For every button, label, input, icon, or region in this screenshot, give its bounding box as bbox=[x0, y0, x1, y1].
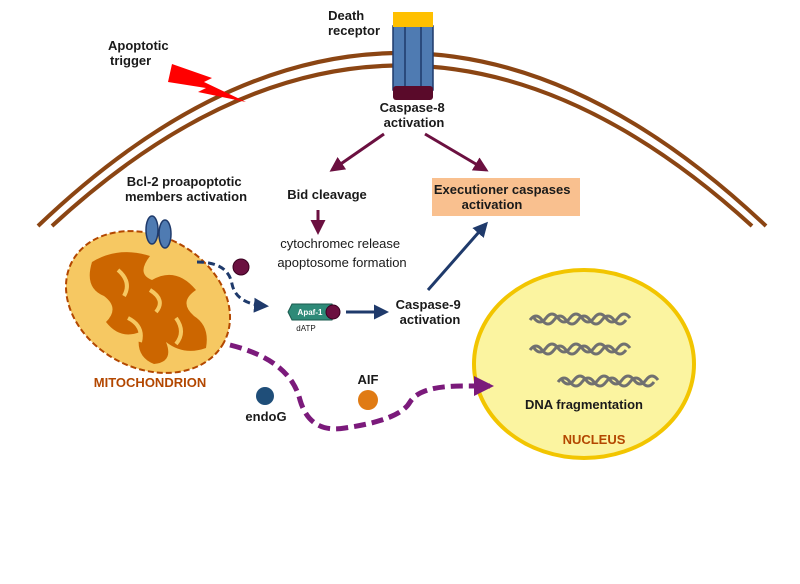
apoptotic-trigger-label: Apoptotic trigger bbox=[108, 38, 172, 68]
executioner-box bbox=[432, 178, 580, 216]
apaf1-label: Apaf-1 bbox=[298, 308, 323, 317]
arrow-caspase8-to-executioner bbox=[424, 132, 489, 172]
nucleus-label: NUCLEUS bbox=[563, 432, 626, 447]
mitochondrion-icon bbox=[64, 230, 232, 374]
endog-dot bbox=[256, 387, 274, 405]
death-receptor-icon bbox=[392, 12, 434, 100]
arrow-mito-to-nucleus bbox=[229, 342, 494, 432]
dna-strand-icon bbox=[528, 312, 660, 388]
cytochrome-c-dot bbox=[232, 258, 250, 276]
arrow-caspase9-to-executioner bbox=[426, 221, 488, 291]
arrow-mito-to-apaf bbox=[196, 260, 269, 313]
nucleus-icon bbox=[472, 268, 696, 460]
aif-dot bbox=[358, 390, 378, 410]
dna-fragmentation-label: DNA fragmentation bbox=[525, 397, 643, 412]
lightning-icon bbox=[168, 64, 246, 102]
datp-label: dATP bbox=[296, 324, 315, 333]
bcl2-protein-icon bbox=[145, 215, 172, 249]
bid-cleavage-label: Bid cleavage bbox=[287, 187, 367, 202]
death-receptor-label: Death receptor bbox=[328, 8, 380, 38]
cytochrome-label: cytochromec release apoptosome formation bbox=[277, 236, 406, 270]
aif-label: AIF bbox=[358, 372, 379, 387]
executioner-label: Executioner caspases activation bbox=[434, 182, 574, 212]
apaf1-icon bbox=[287, 303, 341, 321]
mitochondrion-label: MITOCHONDRION bbox=[94, 375, 206, 390]
caspase9-label: Caspase-9 activation bbox=[396, 297, 465, 327]
arrow-caspase8-to-bid bbox=[329, 132, 385, 172]
endog-label: endoG bbox=[245, 409, 286, 424]
caspase8-label: Caspase-8 activation bbox=[380, 100, 449, 130]
bcl2-label: Bcl-2 proapoptotic members activation bbox=[125, 174, 247, 204]
